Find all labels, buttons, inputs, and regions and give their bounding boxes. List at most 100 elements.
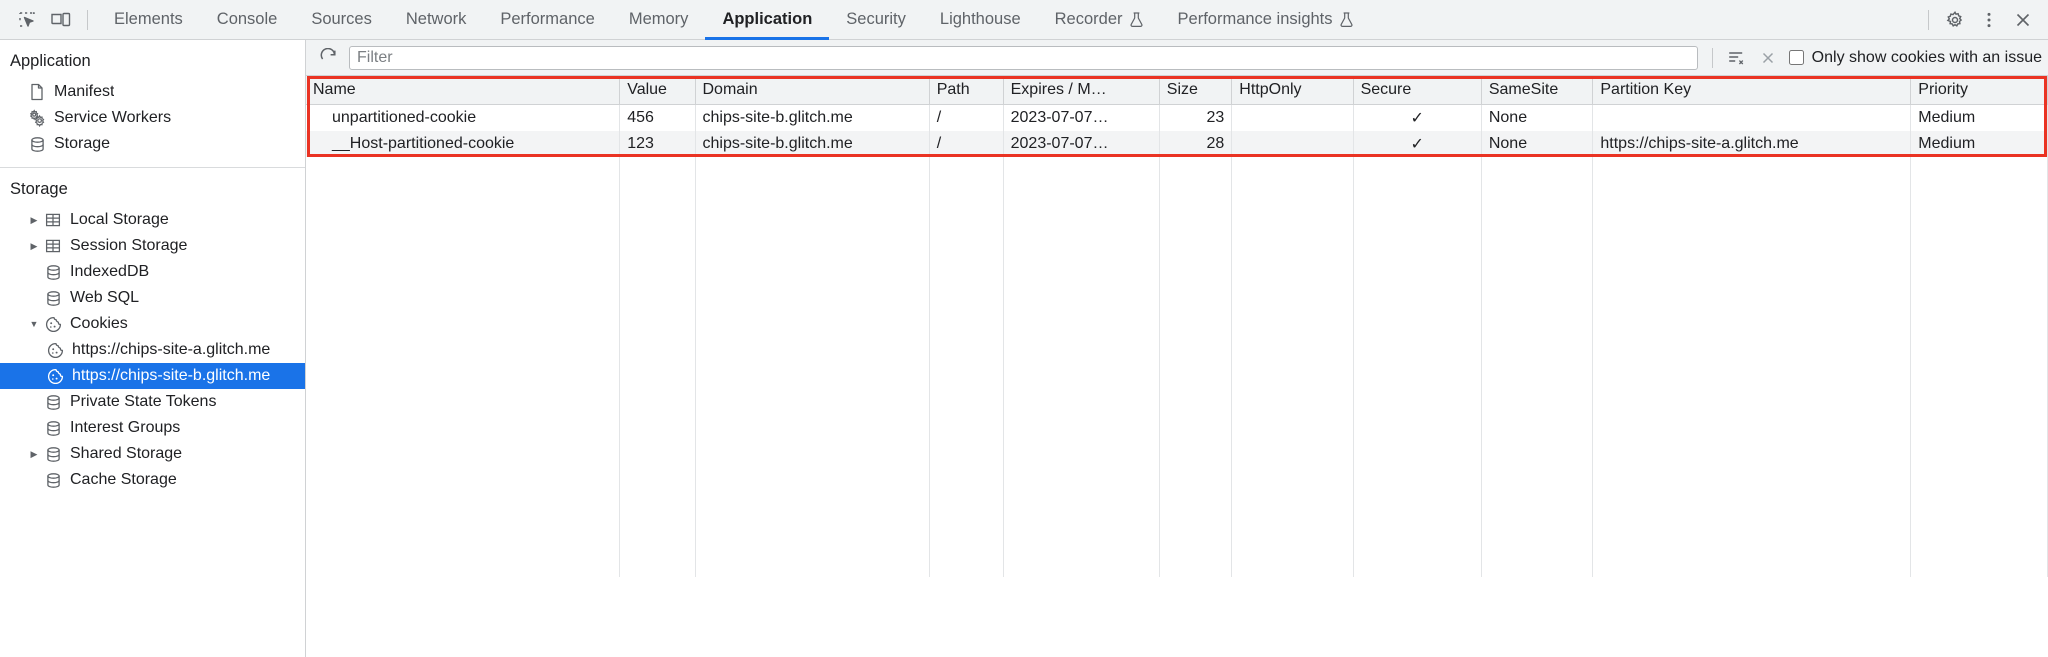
tab-label: Performance: [500, 10, 595, 28]
sidebar-item-local-storage[interactable]: ▶ Local Storage: [0, 207, 305, 233]
sidebar-divider: [0, 167, 305, 168]
filter-divider: [1711, 47, 1713, 68]
cell-partition-key: [1592, 104, 1912, 131]
cell-httponly: [1231, 130, 1354, 157]
sidebar-item-label: Private State Tokens: [70, 393, 217, 410]
tab-memory[interactable]: Memory: [612, 0, 706, 40]
column-header-httponly[interactable]: HttpOnly: [1231, 76, 1354, 105]
table-empty-area: [306, 156, 2048, 577]
database-icon: [42, 289, 64, 307]
sidebar-item-cookies[interactable]: ▼ Cookies: [0, 311, 305, 337]
close-icon[interactable]: [2006, 5, 2040, 35]
sidebar-item-storage[interactable]: Storage: [0, 131, 305, 157]
table-row[interactable]: __Host-partitioned-cookie 123 chips-site…: [306, 130, 2048, 157]
tab-network[interactable]: Network: [389, 0, 484, 40]
cookies-table-container: Name Value Domain Path Expires / M… Size…: [306, 76, 2048, 657]
tab-lighthouse[interactable]: Lighthouse: [923, 0, 1038, 40]
toolbar-right-actions: [1919, 5, 2040, 35]
chevron-right-icon[interactable]: ▶: [30, 240, 38, 251]
panel-tabs: Elements Console Sources Network Perform…: [97, 0, 1371, 40]
tab-sources[interactable]: Sources: [294, 0, 389, 40]
table-icon: [42, 237, 64, 255]
column-header-value[interactable]: Value: [619, 76, 696, 105]
chevron-right-icon[interactable]: ▶: [30, 214, 38, 225]
database-icon: [42, 263, 64, 281]
tab-label: Security: [846, 10, 906, 28]
clear-icon[interactable]: [1753, 44, 1783, 72]
cell-size: 28: [1159, 130, 1233, 157]
column-header-name[interactable]: Name: [306, 76, 621, 105]
sidebar-item-session-storage[interactable]: ▶ Session Storage: [0, 233, 305, 259]
chevron-right-icon[interactable]: ▶: [30, 448, 38, 459]
sidebar-item-cookies-chips-site-b[interactable]: https://chips-site-b.glitch.me: [0, 363, 305, 389]
cell-name: __Host-partitioned-cookie: [306, 130, 621, 157]
only-show-issues-checkbox[interactable]: Only show cookies with an issue: [1785, 49, 2042, 67]
toolbar-divider: [1928, 9, 1929, 30]
sidebar-item-label: Service Workers: [54, 109, 172, 126]
empty-cell: [1231, 156, 1354, 577]
tab-label: Recorder: [1054, 10, 1123, 28]
chevron-down-icon[interactable]: ▼: [29, 319, 39, 329]
refresh-icon[interactable]: [314, 44, 344, 72]
experiment-flask-icon: [1129, 11, 1144, 28]
tab-performance[interactable]: Performance: [483, 0, 611, 40]
tab-security[interactable]: Security: [829, 0, 923, 40]
sidebar-item-label: Local Storage: [70, 211, 169, 228]
cell-priority: Medium: [1910, 130, 2048, 157]
sidebar-item-interest-groups[interactable]: ▶ Interest Groups: [0, 415, 305, 441]
tab-label: Elements: [114, 10, 183, 28]
tab-label: Console: [216, 10, 278, 28]
column-header-samesite[interactable]: SameSite: [1481, 76, 1594, 105]
database-icon: [42, 419, 64, 437]
sidebar-item-label: Web SQL: [70, 289, 140, 306]
column-header-secure[interactable]: Secure: [1353, 76, 1482, 105]
cell-priority: Medium: [1910, 104, 2048, 131]
column-header-size[interactable]: Size: [1159, 76, 1233, 105]
sidebar-section-title-storage: Storage: [10, 180, 68, 198]
sidebar-item-label: Manifest: [54, 83, 115, 100]
cell-secure: ✓: [1353, 130, 1482, 157]
tab-recorder[interactable]: Recorder: [1038, 0, 1161, 40]
cell-partition-key: https://chips-site-a.glitch.me: [1592, 130, 1912, 157]
column-header-path[interactable]: Path: [929, 76, 1004, 105]
sidebar-item-cache-storage[interactable]: ▶ Cache Storage: [0, 467, 305, 493]
column-header-partition-key[interactable]: Partition Key: [1592, 76, 1912, 105]
sidebar-item-cookies-chips-site-a[interactable]: https://chips-site-a.glitch.me: [0, 337, 305, 363]
empty-cell: [1353, 156, 1482, 577]
tab-label: Network: [405, 10, 467, 28]
table-icon: [42, 211, 64, 229]
cell-domain: chips-site-b.glitch.me: [695, 130, 930, 157]
sidebar-item-indexeddb[interactable]: ▶ IndexedDB: [0, 259, 305, 285]
empty-cell: [619, 156, 696, 577]
column-header-expires[interactable]: Expires / M…: [1003, 76, 1160, 105]
sidebar-item-service-workers[interactable]: Service Workers: [0, 105, 305, 131]
tab-console[interactable]: Console: [200, 0, 295, 40]
tab-performance-insights[interactable]: Performance insights: [1161, 0, 1371, 40]
column-header-domain[interactable]: Domain: [695, 76, 930, 105]
devtools-main-toolbar: Elements Console Sources Network Perform…: [0, 0, 2048, 40]
sidebar-item-web-sql[interactable]: ▶ Web SQL: [0, 285, 305, 311]
more-options-icon[interactable]: [1972, 5, 2006, 35]
column-header-priority[interactable]: Priority: [1910, 76, 2048, 105]
gear-icon[interactable]: [1938, 5, 1972, 35]
sidebar-item-label: IndexedDB: [70, 263, 150, 280]
cell-name: unpartitioned-cookie: [306, 104, 621, 131]
sidebar-item-private-state-tokens[interactable]: ▶ Private State Tokens: [0, 389, 305, 415]
only-show-issues-checkbox-input[interactable]: [1788, 50, 1804, 65]
tab-label: Application: [722, 10, 813, 28]
clear-filters-icon[interactable]: [1721, 44, 1751, 72]
tab-elements[interactable]: Elements: [97, 0, 200, 40]
device-toolbar-icon[interactable]: [44, 5, 78, 35]
toolbar-divider: [87, 9, 88, 30]
empty-cell: [1003, 156, 1160, 577]
filter-input[interactable]: [349, 45, 1698, 70]
tab-application[interactable]: Application: [705, 0, 830, 40]
sidebar-item-manifest[interactable]: Manifest: [0, 79, 305, 105]
empty-cell: [695, 156, 930, 577]
sidebar-item-shared-storage[interactable]: ▶ Shared Storage: [0, 441, 305, 467]
experiment-flask-icon: [1339, 11, 1354, 28]
inspect-element-icon[interactable]: [10, 5, 44, 35]
sidebar-item-label: Interest Groups: [70, 419, 181, 436]
table-row[interactable]: unpartitioned-cookie 456 chips-site-b.gl…: [306, 104, 2048, 131]
empty-cell: [1481, 156, 1594, 577]
